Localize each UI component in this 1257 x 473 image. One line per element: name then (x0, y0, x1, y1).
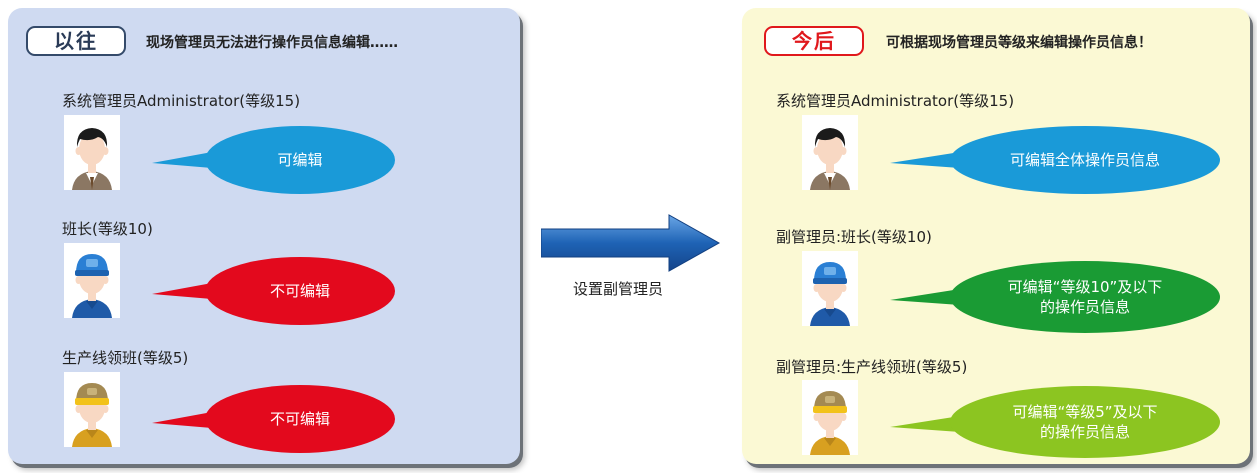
after-panel: 今后 可根据现场管理员等级来编辑操作员信息！ 系统管理员Administrato… (742, 8, 1250, 464)
after-role-label-foreman: 副管理员:生产线领班(等级5) (776, 358, 968, 376)
after-bubble-admin-line-0: 可编辑全体操作员信息 (1009, 150, 1160, 169)
after-bubble-leader: 可编辑“等级10”及以下 的操作员信息 (950, 261, 1220, 333)
before-bubble-admin: 可编辑 (205, 126, 395, 194)
before-headline: 现场管理员无法进行操作员信息编辑…… (146, 35, 398, 51)
right-arrow-icon (541, 214, 721, 272)
after-bubble-tail-1 (890, 289, 960, 305)
after-bubble-leader-line-1: 的操作员信息 (1039, 298, 1130, 316)
before-tag: 以往 (26, 26, 126, 56)
after-tag: 今后 (764, 26, 864, 56)
before-bubble-tail-2 (152, 412, 212, 428)
before-bubble-leader: 不可编辑 (205, 257, 395, 325)
after-bubble-foreman-line-0: 可编辑“等级5”及以下 (1012, 402, 1158, 421)
after-bubble-tail-2 (890, 416, 960, 432)
yellow-cap-worker-avatar-icon (64, 372, 120, 447)
after-role-label-admin: 系统管理员Administrator(等级15) (776, 92, 1015, 110)
manager-avatar-icon (802, 115, 858, 190)
after-role-label-leader: 副管理员:班长(等级10) (776, 228, 932, 246)
before-panel: 以往 现场管理员无法进行操作员信息编辑…… 系统管理员Administrator… (8, 8, 520, 464)
before-role-label-admin: 系统管理员Administrator(等级15) (62, 92, 301, 110)
before-bubble-tail-1 (152, 283, 212, 299)
before-role-label-foreman: 生产线领班(等级5) (62, 349, 189, 367)
after-headline: 可根据现场管理员等级来编辑操作员信息！ (886, 35, 1152, 51)
after-bubble-leader-line-0: 可编辑“等级10”及以下 (1007, 277, 1163, 296)
before-bubble-tail-0 (152, 152, 212, 168)
blue-cap-worker-avatar-icon (64, 243, 120, 318)
before-bubble-foreman: 不可编辑 (205, 385, 395, 453)
after-bubble-foreman-line-1: 的操作员信息 (1039, 423, 1130, 441)
yellow-cap-worker-avatar-icon (802, 380, 858, 455)
manager-avatar-icon (64, 115, 120, 190)
after-bubble-tail-0 (890, 152, 960, 168)
before-role-label-leader: 班长(等级10) (62, 220, 153, 238)
blue-cap-worker-avatar-icon (802, 251, 858, 326)
after-bubble-admin: 可编辑全体操作员信息 (950, 126, 1220, 194)
after-bubble-foreman: 可编辑“等级5”及以下 的操作员信息 (950, 386, 1220, 458)
transition-label: 设置副管理员 (573, 280, 664, 298)
